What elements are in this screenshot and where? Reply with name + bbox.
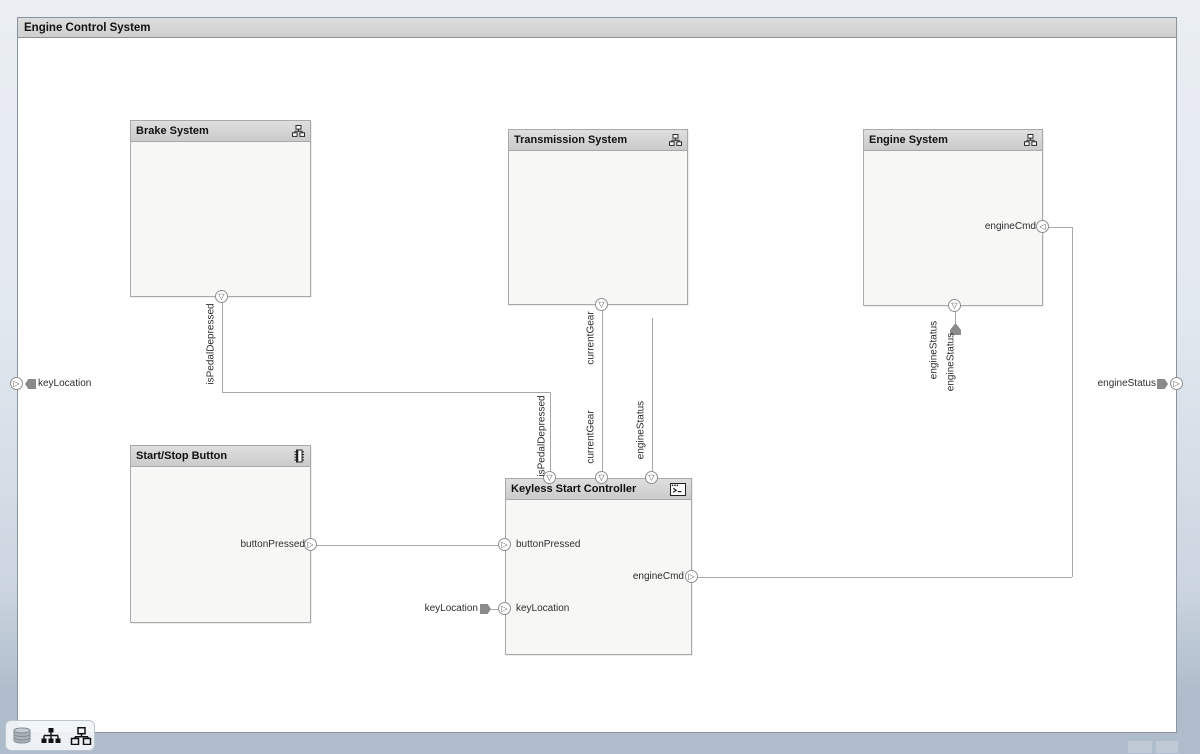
port-label-currentGear: currentGear: [585, 311, 597, 365]
port-label-engineStatus: engineStatus: [635, 400, 647, 460]
connector-isPedalDepressed[interactable]: [550, 392, 551, 478]
architecture-view-outline-icon[interactable]: [70, 726, 92, 745]
port-label-engineCmd: engineCmd: [632, 571, 684, 582]
component-name-label: Start/Stop Button: [136, 450, 228, 462]
connector-engineCmd[interactable]: [1072, 227, 1073, 577]
connection-tag-icon: [480, 604, 491, 614]
port-label-engineStatus: engineStatus: [945, 332, 957, 392]
connection-tag-icon: [950, 323, 961, 335]
component-header: Brake System: [131, 121, 310, 142]
component-transmission-system[interactable]: Transmission System: [508, 129, 688, 305]
connection-tag-icon: [1157, 379, 1168, 389]
view-switcher-toolbar: [5, 720, 95, 751]
connector-engineStatus[interactable]: [652, 318, 653, 478]
component-start-stop-button[interactable]: Start/Stop Button: [130, 445, 311, 623]
hierarchy-icon: [669, 134, 682, 146]
port-label-currentGear: currentGear: [585, 410, 597, 464]
port-controller-keyLocation[interactable]: [498, 602, 511, 615]
hierarchy-view-solid-icon[interactable]: [41, 727, 61, 744]
component-engine-system[interactable]: Engine System: [863, 129, 1043, 306]
scrollbar-fragment[interactable]: [1156, 741, 1178, 753]
port-controller-buttonPressed[interactable]: [498, 538, 511, 551]
port-label-isPedalDepressed: isPedalDepressed: [536, 395, 548, 477]
port-label-engineStatus: engineStatus: [1097, 378, 1156, 389]
hierarchy-icon: [292, 125, 305, 137]
hierarchy-icon: [1024, 134, 1037, 146]
chip-icon: [293, 449, 305, 463]
connector-isPedalDepressed[interactable]: [222, 392, 550, 393]
port-controller-engineStatus[interactable]: [645, 471, 658, 484]
connector-currentGear[interactable]: [602, 305, 603, 478]
connector-buttonPressed[interactable]: [311, 545, 505, 546]
connector-engineCmd[interactable]: [1043, 227, 1072, 228]
port-label-buttonPressed: buttonPressed: [516, 539, 581, 550]
component-name-label: Brake System: [136, 125, 209, 137]
boundary-port-keyLocation[interactable]: [10, 377, 23, 390]
port-transmission-currentGear[interactable]: [595, 298, 608, 311]
port-label-keyLocation: keyLocation: [516, 603, 570, 614]
port-engine-engineStatus[interactable]: [948, 299, 961, 312]
scrollbar-fragment[interactable]: [1128, 741, 1152, 753]
port-label-isPedalDepressed: isPedalDepressed: [205, 303, 217, 385]
port-controller-engineCmd[interactable]: [685, 570, 698, 583]
component-header: Transmission System: [509, 130, 687, 151]
boundary-port-engineStatus[interactable]: [1170, 377, 1183, 390]
port-brake-isPedalDepressed[interactable]: [215, 290, 228, 303]
data-dictionary-icon[interactable]: [12, 727, 32, 744]
port-engine-engineCmd[interactable]: [1036, 220, 1049, 233]
port-label-buttonPressed: buttonPressed: [240, 539, 306, 550]
component-header: Start/Stop Button: [131, 446, 310, 467]
port-label-keyLocation: keyLocation: [424, 603, 478, 614]
connector-isPedalDepressed[interactable]: [222, 297, 223, 392]
port-button-buttonPressed[interactable]: [304, 538, 317, 551]
component-header: Keyless Start Controller: [506, 479, 691, 500]
port-label-engineCmd: engineCmd: [984, 221, 1036, 232]
port-label-engineStatus: engineStatus: [928, 320, 940, 380]
connector-engineCmd[interactable]: [692, 577, 1072, 578]
component-name-label: Transmission System: [514, 134, 628, 146]
port-controller-isPedalDepressed[interactable]: [543, 471, 556, 484]
component-header: Engine System: [864, 130, 1042, 151]
terminal-icon: [670, 482, 686, 496]
page-title: Engine Control System: [24, 21, 151, 34]
connection-tag-icon: [25, 379, 36, 389]
connector-engineStatus-stub[interactable]: [955, 306, 956, 324]
component-brake-system[interactable]: Brake System: [130, 120, 311, 297]
component-name-label: Keyless Start Controller: [511, 483, 637, 495]
diagram-titlebar: Engine Control System: [18, 18, 1176, 38]
connector-keyLocation-stub[interactable]: [491, 609, 499, 610]
port-label-keyLocation: keyLocation: [38, 378, 92, 389]
component-keyless-start-controller[interactable]: Keyless Start Controller: [505, 478, 692, 655]
port-controller-currentGear[interactable]: [595, 471, 608, 484]
component-name-label: Engine System: [869, 134, 948, 146]
